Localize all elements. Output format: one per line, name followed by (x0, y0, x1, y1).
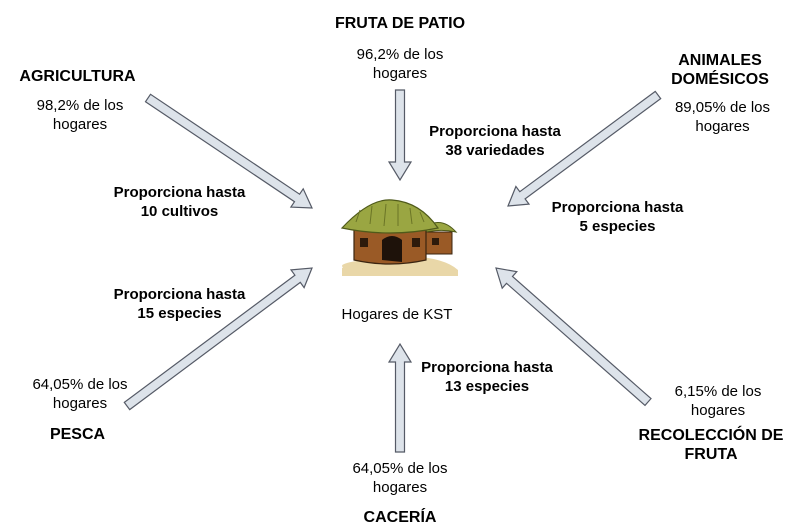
recoleccion-pct: 6,15% de los hogares (674, 383, 762, 419)
fruta-provides: Proporciona hasta 38 variedades (429, 123, 561, 159)
hut-icon (340, 199, 458, 276)
center-label: Hogares de KST (341, 306, 453, 323)
fruta-pct: 96,2% de los hogares (356, 46, 444, 82)
pesca-title: PESCA (49, 426, 106, 443)
fruta-title: FRUTA DE PATIO (334, 15, 466, 32)
animales-provides: Proporciona hasta 5 especies (551, 199, 684, 235)
animales-title: ANIMALES DOMÉSICOS (671, 52, 769, 88)
pesca-provides: Proporciona hasta 15 especies (113, 286, 246, 322)
arrow-recoleccion (495, 267, 652, 407)
agricultura-title: AGRICULTURA (19, 68, 136, 85)
caceria-pct: 64,05% de los hogares (352, 460, 448, 496)
arrow-fruta (387, 89, 413, 182)
pesca-pct: 64,05% de los hogares (32, 376, 128, 412)
caceria-title: CACERÍA (363, 509, 437, 526)
recoleccion-title: RECOLECCIÓN DE FRUTA (638, 427, 784, 463)
arrow-animales (507, 90, 662, 207)
agricultura-pct: 98,2% de los hogares (36, 97, 124, 133)
arrow-caceria (387, 342, 413, 453)
animales-pct: 89,05% de los hogares (674, 99, 771, 135)
agricultura-provides: Proporciona hasta 10 cultivos (113, 184, 246, 220)
arrow-pesca (123, 267, 313, 411)
caceria-provides: Proporciona hasta 13 especies (421, 359, 553, 395)
arrow-agricultura (144, 93, 313, 209)
